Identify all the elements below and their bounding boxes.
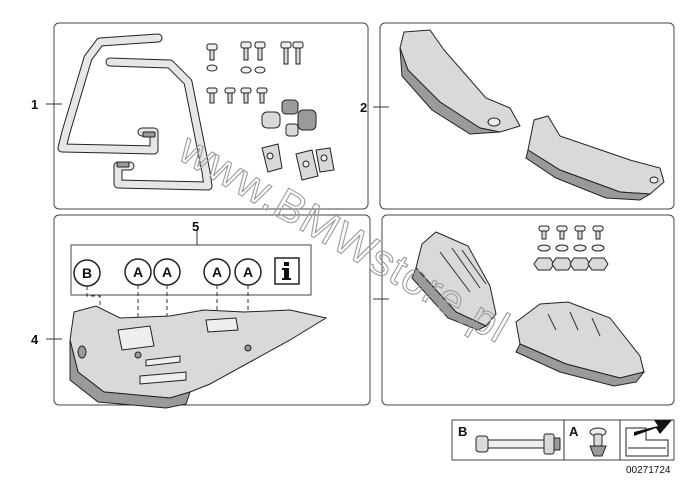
callout-part-4: 4 xyxy=(31,332,39,347)
protection-bar[interactable] xyxy=(57,33,213,191)
hand-guard-right[interactable] xyxy=(525,115,665,201)
mounting-clamps[interactable] xyxy=(261,143,335,181)
callout-part-5: 5 xyxy=(192,219,199,234)
callout-part-2: 2 xyxy=(360,100,367,115)
svg-text:A: A xyxy=(133,264,143,280)
marker-b: B xyxy=(73,259,101,287)
legend-label-a: A xyxy=(569,424,579,439)
arrow-symbol-icon xyxy=(625,420,672,457)
screw-set[interactable] xyxy=(206,41,304,104)
marker-a-1: A xyxy=(124,258,152,286)
quick-release-fastener[interactable] xyxy=(589,427,607,457)
svg-text:A: A xyxy=(212,264,222,280)
marker-a-4: A xyxy=(234,258,262,286)
svg-text:A: A xyxy=(162,264,172,280)
svg-text:A: A xyxy=(243,264,253,280)
svg-text:B: B xyxy=(82,265,92,281)
legend-label-b: B xyxy=(458,424,467,439)
engine-guard[interactable] xyxy=(69,305,328,409)
wind-deflector-left[interactable] xyxy=(411,231,497,331)
long-bolt-with-spacer[interactable] xyxy=(475,433,561,455)
rubber-bushings[interactable] xyxy=(261,99,317,137)
callout-part-1: 1 xyxy=(31,97,38,112)
info-icon[interactable] xyxy=(274,257,300,285)
document-number: 00271724 xyxy=(626,465,671,476)
hand-guard-left[interactable] xyxy=(399,29,521,135)
marker-a-2: A xyxy=(153,258,181,286)
wind-deflector-right[interactable] xyxy=(515,301,646,387)
hardware-legend-box xyxy=(70,244,312,296)
deflector-screw-set[interactable] xyxy=(533,225,609,271)
marker-a-3: A xyxy=(203,258,231,286)
